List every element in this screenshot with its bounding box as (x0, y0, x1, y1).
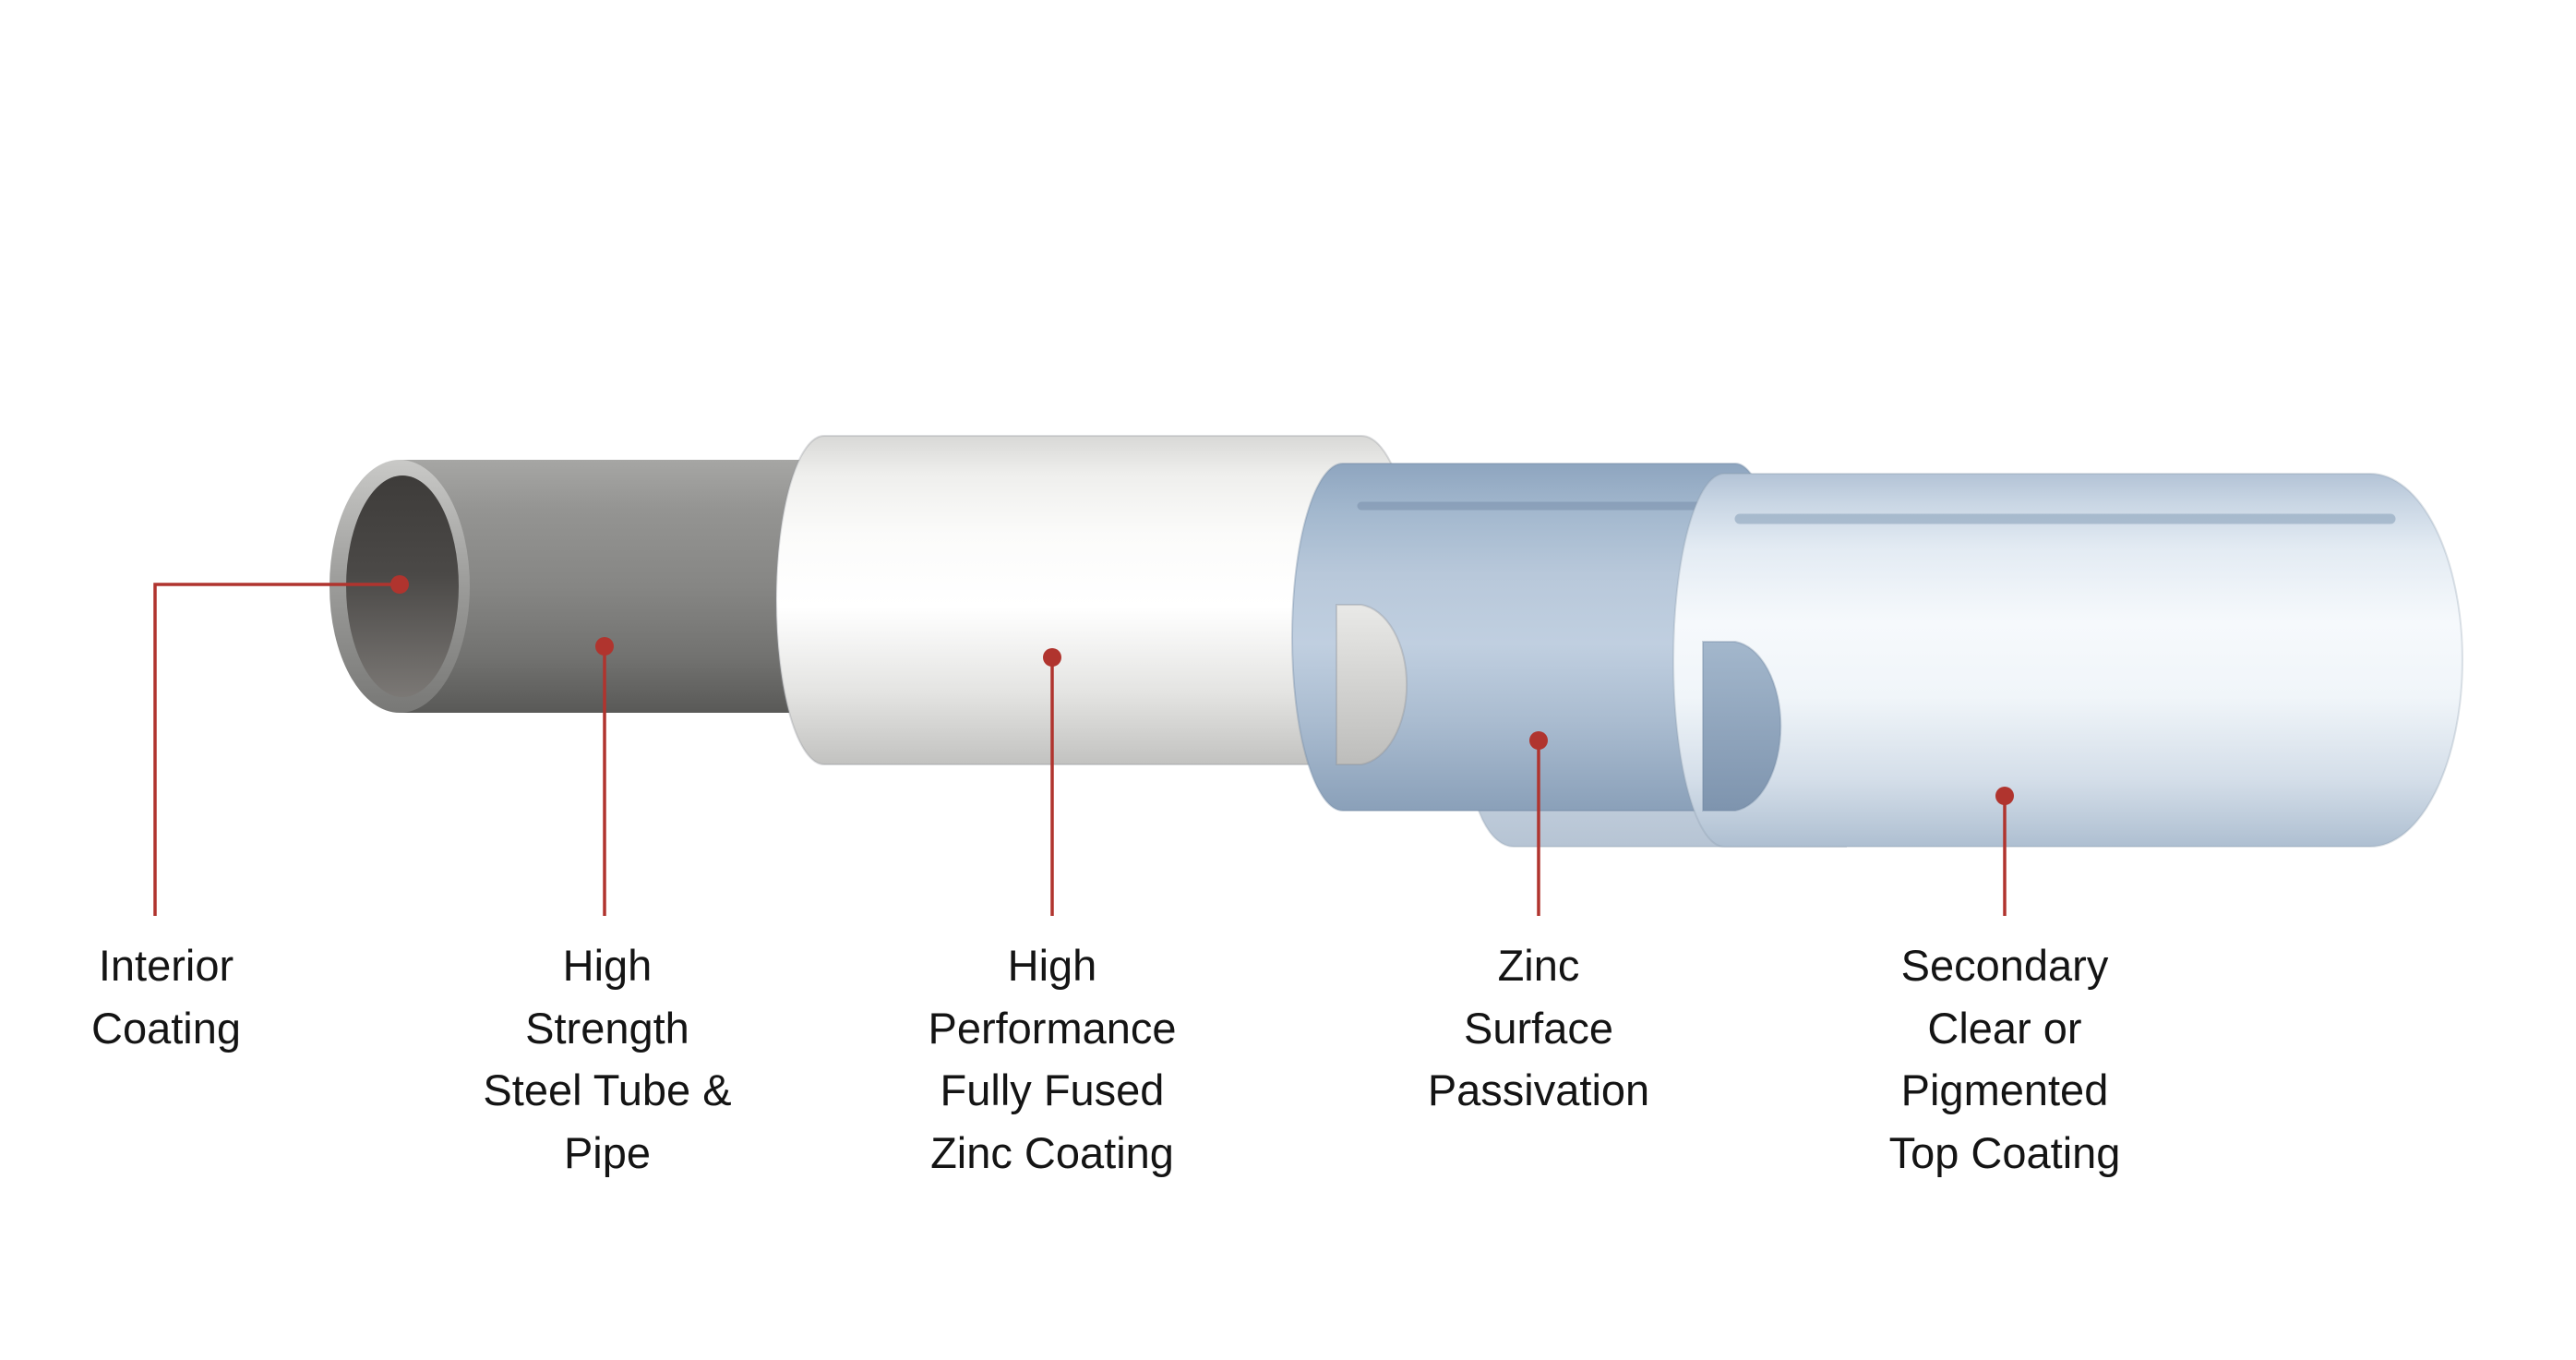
top-coating-layer (1672, 473, 2463, 848)
leader-dot-interior-coating (390, 575, 409, 594)
zinc-coating-cut-shell (1336, 604, 1408, 765)
layer-label-zinc-coating: High Performance Fully Fused Zinc Coatin… (928, 941, 1177, 1178)
leader-dot-top-coating (1995, 787, 2014, 805)
leader-line-interior-coating (153, 583, 400, 916)
layer-label-steel-tube: High Strength Steel Tube & Pipe (483, 941, 732, 1178)
leader-dot-zinc-coating (1043, 648, 1061, 667)
layer-label-secondary-top-coating: Secondary Clear or Pigmented Top Coating (1888, 941, 2121, 1178)
leader-dot-passivation (1529, 731, 1548, 750)
leader-dot-steel-tube (595, 637, 614, 656)
layer-label-zinc-passivation: Zinc Surface Passivation (1427, 941, 1650, 1115)
layer-label-interior-coating: Interior Coating (91, 941, 241, 1053)
passivation-cut-shell (1702, 641, 1782, 812)
leader-lines (153, 575, 2014, 916)
